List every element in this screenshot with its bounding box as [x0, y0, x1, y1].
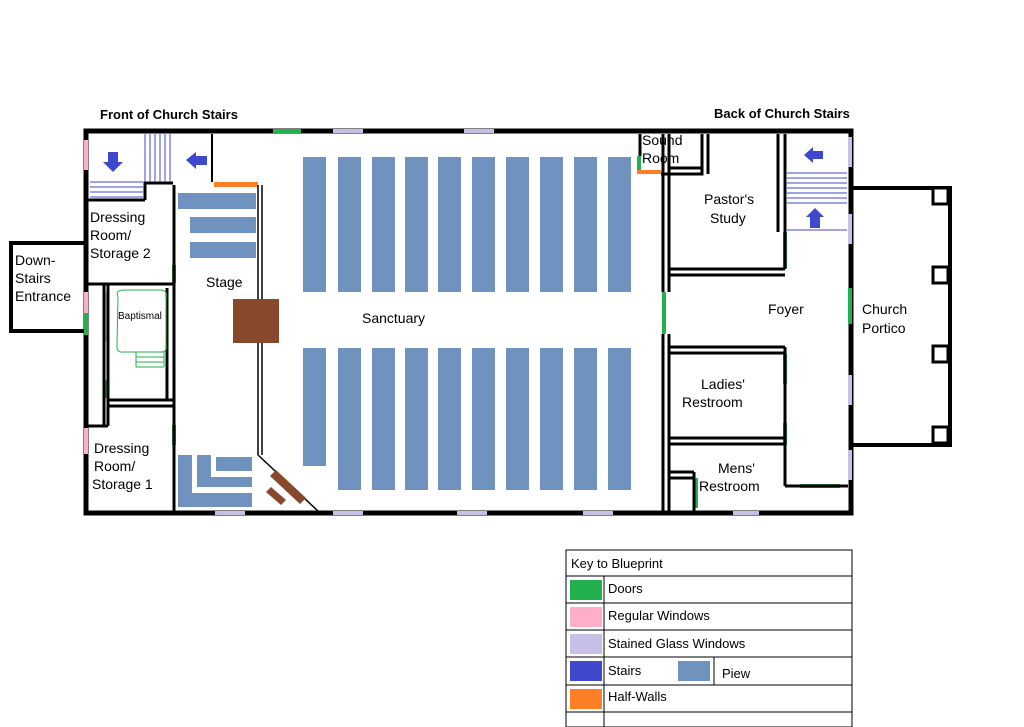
downstairs-label-3: Entrance: [15, 288, 71, 304]
back-stairs-up-arrow-icon: [806, 208, 824, 228]
sound-room-label-2: Room: [642, 150, 679, 166]
downstairs-entrance-room: [9, 241, 89, 333]
foyer-label: Foyer: [768, 301, 804, 317]
stairs-down-arrow-icon: [103, 152, 123, 172]
sanctuary-pews: [303, 157, 631, 490]
baptismal: [116, 289, 167, 368]
pastors-study-label-2: Study: [710, 210, 746, 226]
ladies-label-2: Restroom: [682, 394, 743, 410]
key-piew: Piew: [722, 666, 751, 681]
stairs-left-arrow-icon: [186, 152, 207, 169]
half-wall: [214, 182, 258, 187]
dressing1-label-2: Room/: [94, 458, 135, 474]
key-piew-swatch: [678, 661, 710, 681]
ladies-label-1: Ladies': [701, 376, 745, 392]
key-title: Key to Blueprint: [571, 556, 663, 571]
key-halfwall-swatch: [570, 689, 602, 709]
baptismal-label: Baptismal: [118, 311, 162, 322]
pastors-study-label-1: Pastor's: [704, 191, 754, 207]
portico-label-2: Portico: [862, 320, 906, 336]
dressing1-label-3: Storage 1: [92, 476, 153, 492]
stage-pews: [178, 193, 256, 507]
mens-label-1: Mens': [718, 460, 755, 476]
key-regular-windows: Regular Windows: [608, 608, 710, 623]
back-stairs: [787, 147, 847, 231]
sound-room-label-1: Sound: [642, 132, 682, 148]
key-stairs-swatch: [570, 661, 602, 681]
key-door-swatch: [570, 580, 602, 600]
stained-glass-windows: [215, 129, 852, 515]
key-doors: Doors: [608, 581, 643, 596]
blueprint-key: Key to Blueprint Doors Regular Windows S…: [565, 549, 853, 727]
right-rooms-walls: [638, 134, 848, 512]
key-stained-glass: Stained Glass Windows: [608, 636, 746, 651]
downstairs-label-2: Stairs: [15, 270, 51, 286]
half-wall-sound: [637, 170, 661, 174]
regular-windows: [84, 140, 88, 454]
front-stairs-title: Front of Church Stairs: [100, 107, 238, 122]
pulpit: [233, 299, 306, 505]
downstairs-label-1: Down-: [15, 252, 56, 268]
back-stairs-left-arrow-icon: [804, 147, 823, 163]
back-stairs-title: Back of Church Stairs: [714, 106, 850, 121]
front-stairs: [90, 134, 213, 198]
room-labels: Sound Room Pastor's Study Dressing Room/…: [15, 132, 907, 494]
dressing2-label-1: Dressing: [90, 209, 145, 225]
sanctuary-label: Sanctuary: [362, 310, 425, 326]
key-stained-swatch: [570, 634, 602, 654]
dressing2-label-3: Storage 2: [90, 245, 151, 261]
key-window-swatch: [570, 607, 602, 627]
dressing1-label-1: Dressing: [94, 440, 149, 456]
church-portico: [848, 186, 952, 447]
mens-label-2: Restroom: [699, 478, 760, 494]
key-stairs: Stairs: [608, 663, 642, 678]
stage-label: Stage: [206, 274, 243, 290]
dressing2-label-2: Room/: [90, 227, 131, 243]
key-half-walls: Half-Walls: [608, 689, 667, 704]
left-rooms-walls: [86, 181, 176, 512]
portico-label-1: Church: [862, 301, 907, 317]
